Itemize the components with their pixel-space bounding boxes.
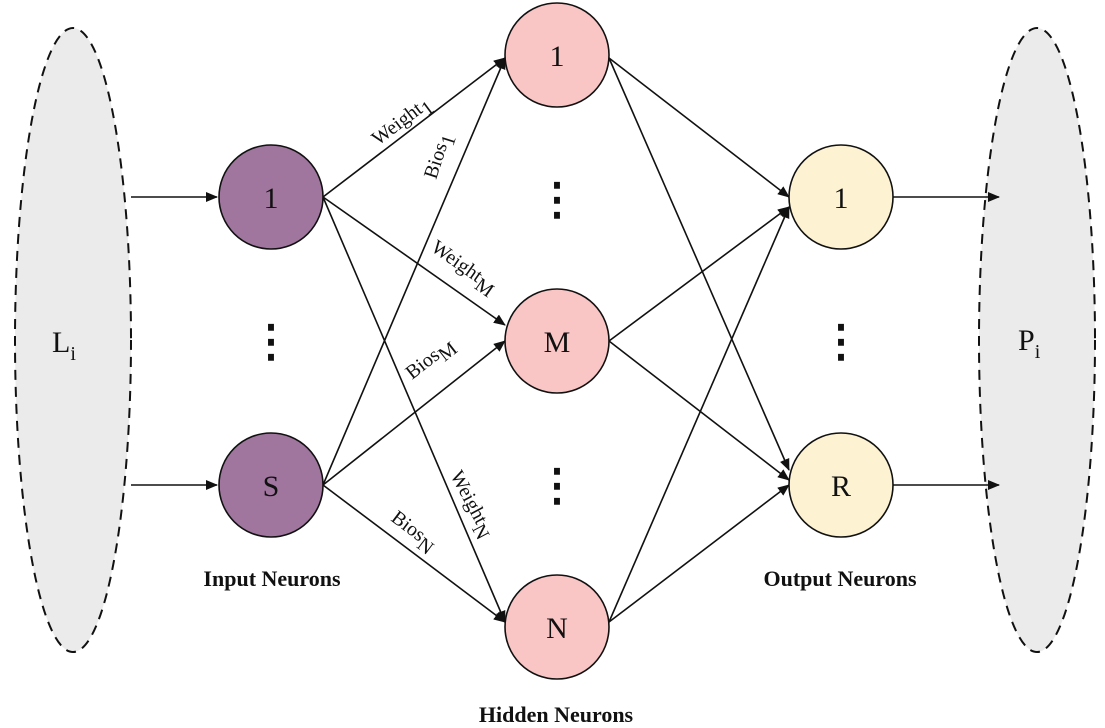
edge-label-weight-n: WeightN bbox=[440, 467, 498, 543]
edge-label-weight-1: Weight1 bbox=[368, 92, 439, 155]
hidden-neuron-1 bbox=[504, 2, 610, 108]
connections bbox=[131, 57, 1000, 623]
output-neurons-ellipsis: ⋮ bbox=[819, 317, 863, 366]
edge-inS-hN bbox=[322, 484, 506, 623]
input-neuron-1 bbox=[218, 144, 324, 250]
edge-inS-h1 bbox=[322, 57, 506, 486]
edge-h1-oR bbox=[608, 57, 790, 471]
hidden-neurons-ellipsis-upper: ⋮ bbox=[535, 175, 579, 224]
input-neuron-s bbox=[218, 432, 324, 538]
output-neuron-1 bbox=[788, 144, 894, 250]
input-set-ellipse bbox=[14, 27, 132, 653]
output-neuron-1-label: 1 bbox=[834, 182, 849, 215]
hidden-neuron-n-label: N bbox=[546, 612, 568, 645]
output-set-ellipse bbox=[978, 27, 1096, 653]
input-neurons-group-label: Input Neurons bbox=[203, 566, 341, 591]
input-neuron-s-label: S bbox=[263, 470, 280, 503]
edge-hN-oR bbox=[608, 484, 790, 623]
edge-in1-hN bbox=[322, 196, 506, 623]
edge-label-bios-m: BiosM bbox=[402, 333, 462, 389]
hidden-neurons-group-label: Hidden Neurons bbox=[479, 702, 634, 727]
edge-hM-o1 bbox=[608, 206, 790, 342]
input-set-label: Li bbox=[52, 326, 76, 365]
hidden-neuron-1-label: 1 bbox=[550, 40, 565, 73]
edge-hM-oR bbox=[608, 340, 790, 481]
hidden-neuron-m-label: M bbox=[544, 326, 571, 359]
hidden-neuron-n bbox=[504, 574, 610, 680]
edge-h1-o1 bbox=[608, 57, 790, 198]
edge-inS-hM bbox=[322, 340, 506, 486]
output-set-label: Pi bbox=[1018, 324, 1041, 363]
input-neurons-ellipsis: ⋮ bbox=[249, 317, 293, 366]
input-neuron-1-label: 1 bbox=[264, 182, 279, 215]
hidden-neuron-m bbox=[504, 288, 610, 394]
output-neurons-group-label: Output Neurons bbox=[763, 566, 916, 591]
hidden-neurons-ellipsis-lower: ⋮ bbox=[535, 461, 579, 510]
edge-in1-h1 bbox=[322, 57, 506, 198]
edge-in1-hM bbox=[322, 196, 506, 326]
output-neuron-r-label: R bbox=[831, 470, 851, 503]
edge-label-weight-m: WeightM bbox=[424, 236, 502, 302]
edge-hN-o1 bbox=[608, 206, 790, 623]
output-neuron-r bbox=[788, 432, 894, 538]
